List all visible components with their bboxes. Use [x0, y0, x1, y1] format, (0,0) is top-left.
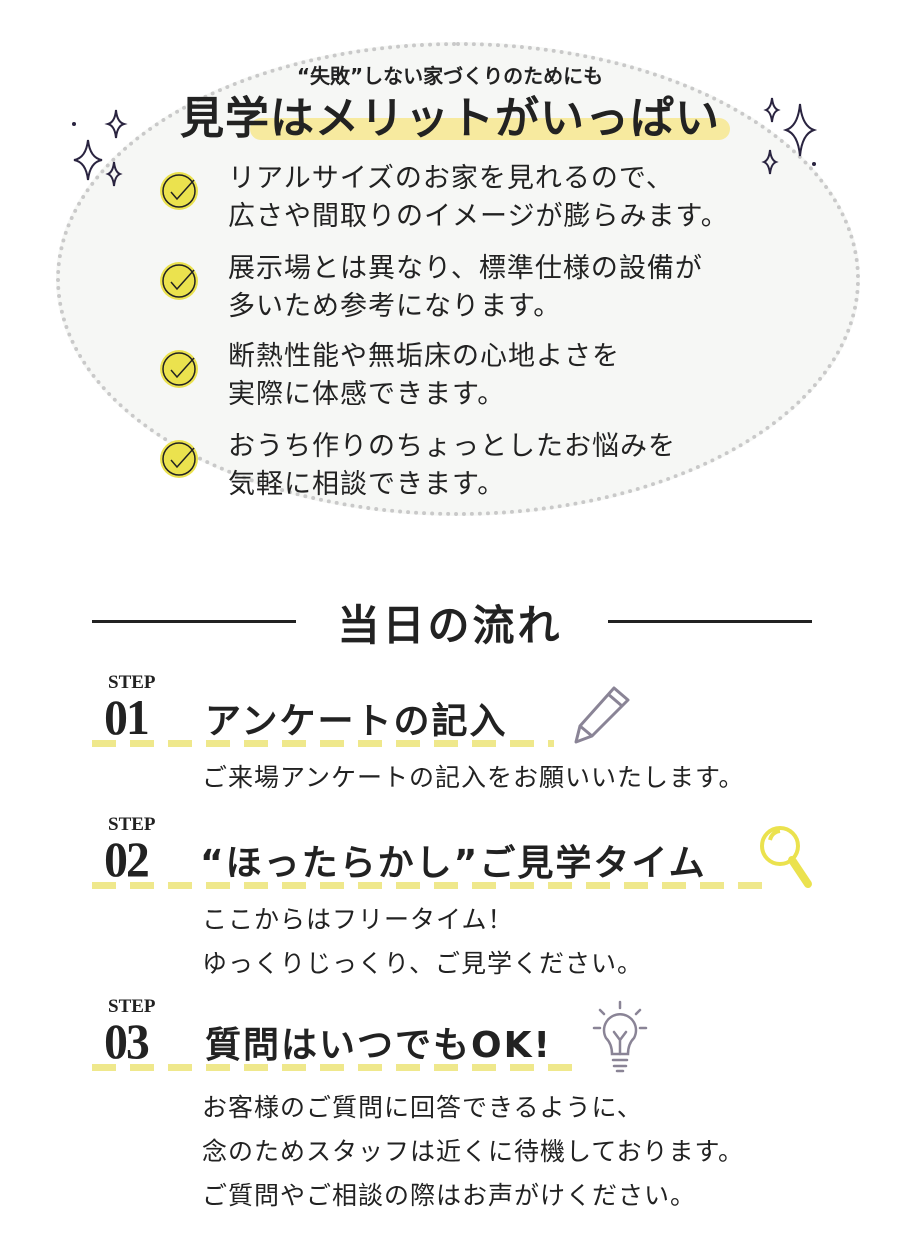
magnifier-icon: [760, 826, 812, 888]
step-title: 質問はいつでもOK!: [205, 1025, 552, 1066]
merit-item: 展示場とは異なり、標準仕様の設備が多いため参考になります。: [160, 250, 703, 326]
lightbulb-icon: [592, 1000, 648, 1073]
step-underline: [92, 882, 762, 889]
sparkle-icon: [72, 109, 128, 187]
check-icon: [160, 440, 198, 478]
merit-line: 多いため参考になります。: [228, 291, 562, 322]
merit-line: おうち作りのちょっとしたお悩みを: [228, 431, 676, 462]
step-label: STEP: [108, 814, 156, 835]
merit-item: リアルサイズのお家を見れるので、広さや間取りのイメージが膨らみます。: [160, 160, 729, 236]
divider-right: [608, 620, 812, 623]
step-title: アンケートの記入: [205, 701, 508, 742]
merit-line: 広さや間取りのイメージが膨らみます。: [228, 201, 729, 232]
pencil-icon: [574, 686, 630, 744]
step-underline: [92, 1064, 582, 1071]
sparkle-icon: [761, 97, 818, 175]
check-icon: [160, 172, 198, 210]
merit-item: 断熱性能や無垢床の心地よさを実際に体感できます。: [160, 338, 620, 414]
step-underline: [92, 740, 554, 747]
step-label: STEP: [108, 672, 156, 693]
merit-line: 展示場とは異なり、標準仕様の設備が: [228, 253, 703, 284]
merits-subtitle: “失敗”しない家づくりのためにも: [296, 64, 604, 88]
flow-title: 当日の流れ: [337, 601, 563, 650]
step-number: 02: [104, 831, 150, 887]
merit-line: 断熱性能や無垢床の心地よさを: [228, 341, 620, 372]
step-description: ここからはフリータイム！ゆっくりじっくり、ご見学ください。: [202, 905, 644, 978]
merit-line: リアルサイズのお家を見れるので、: [228, 163, 674, 194]
merits-title: 見学はメリットがいっぱい: [180, 93, 720, 144]
step-title: “ほったらかし”ご見学タイム: [200, 843, 707, 884]
step-description: ご来場アンケートの記入をお願いいたします。: [202, 763, 745, 792]
merit-line: 気軽に相談できます。: [228, 469, 506, 500]
step-number: 03: [104, 1013, 150, 1069]
title-highlight: [250, 118, 730, 140]
step-number: 01: [104, 689, 150, 745]
merit-item: おうち作りのちょっとしたお悩みを気軽に相談できます。: [160, 428, 676, 504]
check-icon: [160, 262, 198, 300]
step-description: お客様のご質問に回答できるように、念のためスタッフは近くに待機しております。ご質…: [202, 1093, 745, 1210]
merit-line: 実際に体感できます。: [228, 379, 506, 410]
step-label: STEP: [108, 996, 156, 1017]
divider-left: [92, 620, 296, 623]
check-icon: [160, 350, 198, 388]
